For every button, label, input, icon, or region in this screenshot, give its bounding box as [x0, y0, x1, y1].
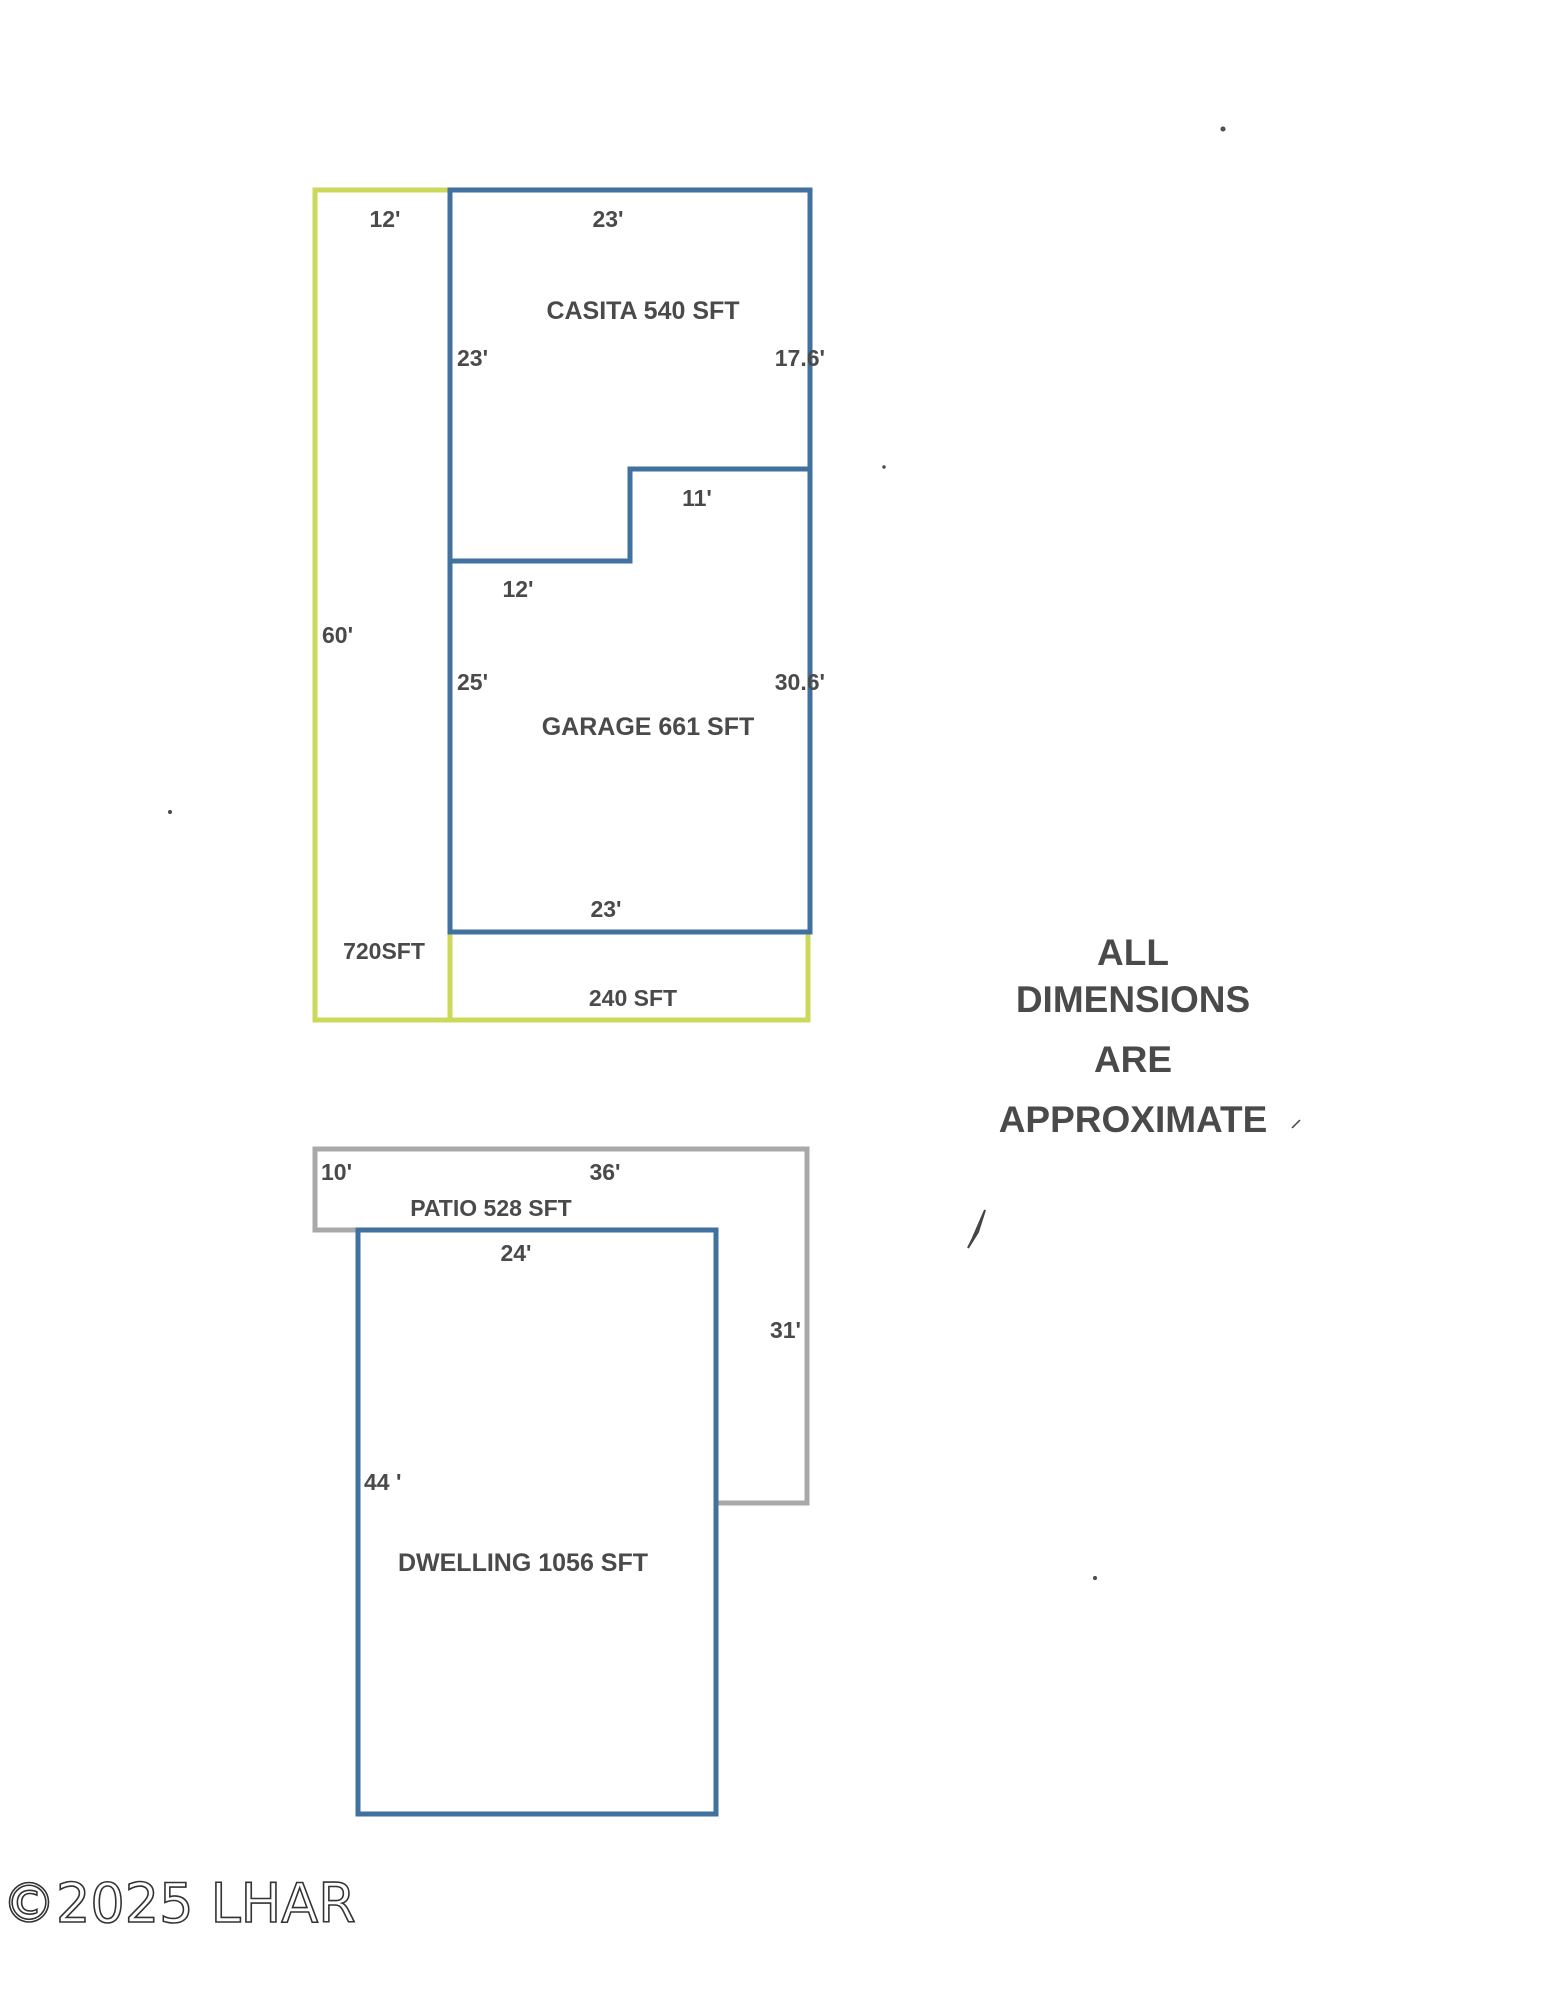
casita-garage-outline [447, 187, 813, 935]
scan-dot [882, 465, 886, 469]
scan-dot [1220, 126, 1226, 132]
casita-left-dimension: 23' [457, 345, 488, 371]
bottom-strip-area-label: 240 SFT [589, 985, 677, 1011]
note-line-3: ARE [1094, 1039, 1172, 1080]
yard-boundary [312, 187, 811, 1023]
yard-top-dimension: 12' [369, 206, 400, 232]
patio-left-dimension: 10' [321, 1159, 352, 1185]
casita-top-dimension: 23' [592, 206, 623, 232]
note-line-1: ALL [1097, 932, 1169, 973]
patio-top-dimension: 36' [589, 1159, 620, 1185]
yard-area-label: 720SFT [343, 938, 425, 964]
note-line-2: DIMENSIONS [1016, 979, 1250, 1020]
yard-left-dimension: 60' [322, 622, 353, 648]
garage-bottom-dimension: 23' [590, 896, 621, 922]
dwelling-left-dimension: 44 ' [364, 1469, 401, 1495]
scan-dot [1093, 1576, 1097, 1580]
garage-label: GARAGE 661 SFT [542, 713, 755, 741]
patio-label: PATIO 528 SFT [410, 1195, 571, 1221]
patio-right-dimension: 31' [770, 1317, 801, 1343]
scan-marks [168, 126, 1301, 1580]
dwelling-label: DWELLING 1056 SFT [398, 1549, 648, 1577]
scan-dot [168, 810, 172, 814]
approximation-note: ALL DIMENSIONS ARE APPROXIMATE [999, 932, 1268, 1140]
garage-left-dimension: 25' [457, 669, 488, 695]
dwelling-outline [355, 1227, 719, 1817]
casita-garage-partition [450, 466, 810, 564]
pen-mark [967, 1209, 986, 1249]
copyright-watermark: ©2025 LHAR [2, 1872, 356, 1935]
step-bottom-dimension: 12' [502, 576, 533, 602]
casita-garage-boundary [447, 187, 813, 935]
casita-label: CASITA 540 SFT [546, 297, 739, 325]
yard-outline [312, 187, 811, 1023]
garage-right-dimension: 30.6' [775, 669, 825, 695]
note-line-4: APPROXIMATE [999, 1099, 1268, 1140]
patio-outline [312, 1146, 810, 1506]
dwelling-top-dimension: 24' [500, 1240, 531, 1266]
step-top-dimension: 11' [682, 485, 712, 511]
scan-speck [1291, 1119, 1301, 1129]
casita-right-dimension: 17.6' [775, 345, 825, 371]
